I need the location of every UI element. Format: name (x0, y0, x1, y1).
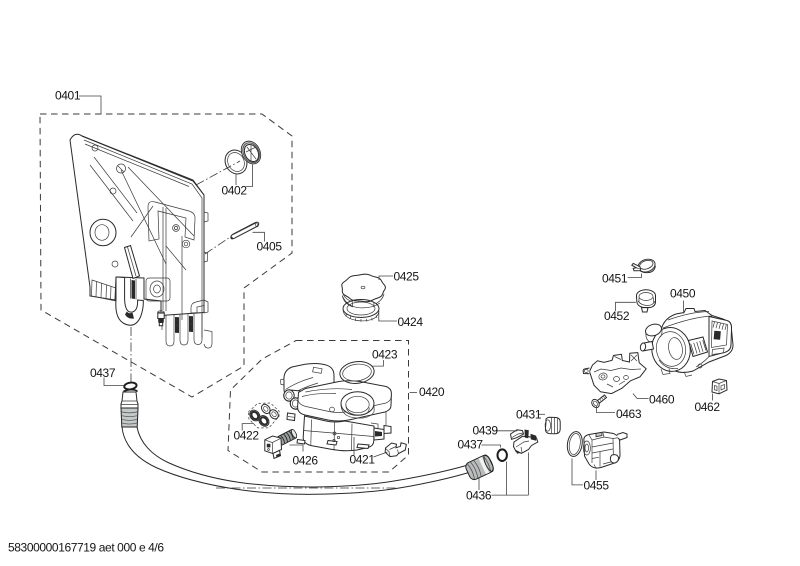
svg-text:58300000167719 aet 000 e 4/6: 58300000167719 aet 000 e 4/6 (8, 541, 164, 555)
svg-text:0423: 0423 (372, 347, 398, 361)
svg-text:0439: 0439 (473, 424, 499, 438)
svg-text:0424: 0424 (398, 315, 424, 329)
svg-text:0437: 0437 (458, 438, 484, 452)
svg-text:0402: 0402 (222, 184, 248, 198)
svg-text:0462: 0462 (695, 400, 721, 414)
svg-text:0452: 0452 (604, 309, 630, 323)
svg-text:0455: 0455 (584, 479, 610, 493)
svg-text:0425: 0425 (394, 270, 420, 284)
svg-text:0436: 0436 (466, 489, 492, 503)
svg-text:0450: 0450 (670, 287, 696, 301)
svg-text:0421: 0421 (350, 453, 376, 467)
svg-text:0426: 0426 (293, 454, 319, 468)
svg-text:0431: 0431 (516, 408, 542, 422)
svg-text:0451: 0451 (602, 272, 628, 286)
svg-text:0437: 0437 (90, 366, 116, 380)
svg-text:0460: 0460 (649, 393, 675, 407)
svg-text:0422: 0422 (234, 429, 260, 443)
svg-text:0420: 0420 (419, 385, 445, 399)
svg-text:0405: 0405 (257, 240, 283, 254)
svg-text:0463: 0463 (616, 407, 642, 421)
svg-text:0401: 0401 (55, 89, 81, 103)
